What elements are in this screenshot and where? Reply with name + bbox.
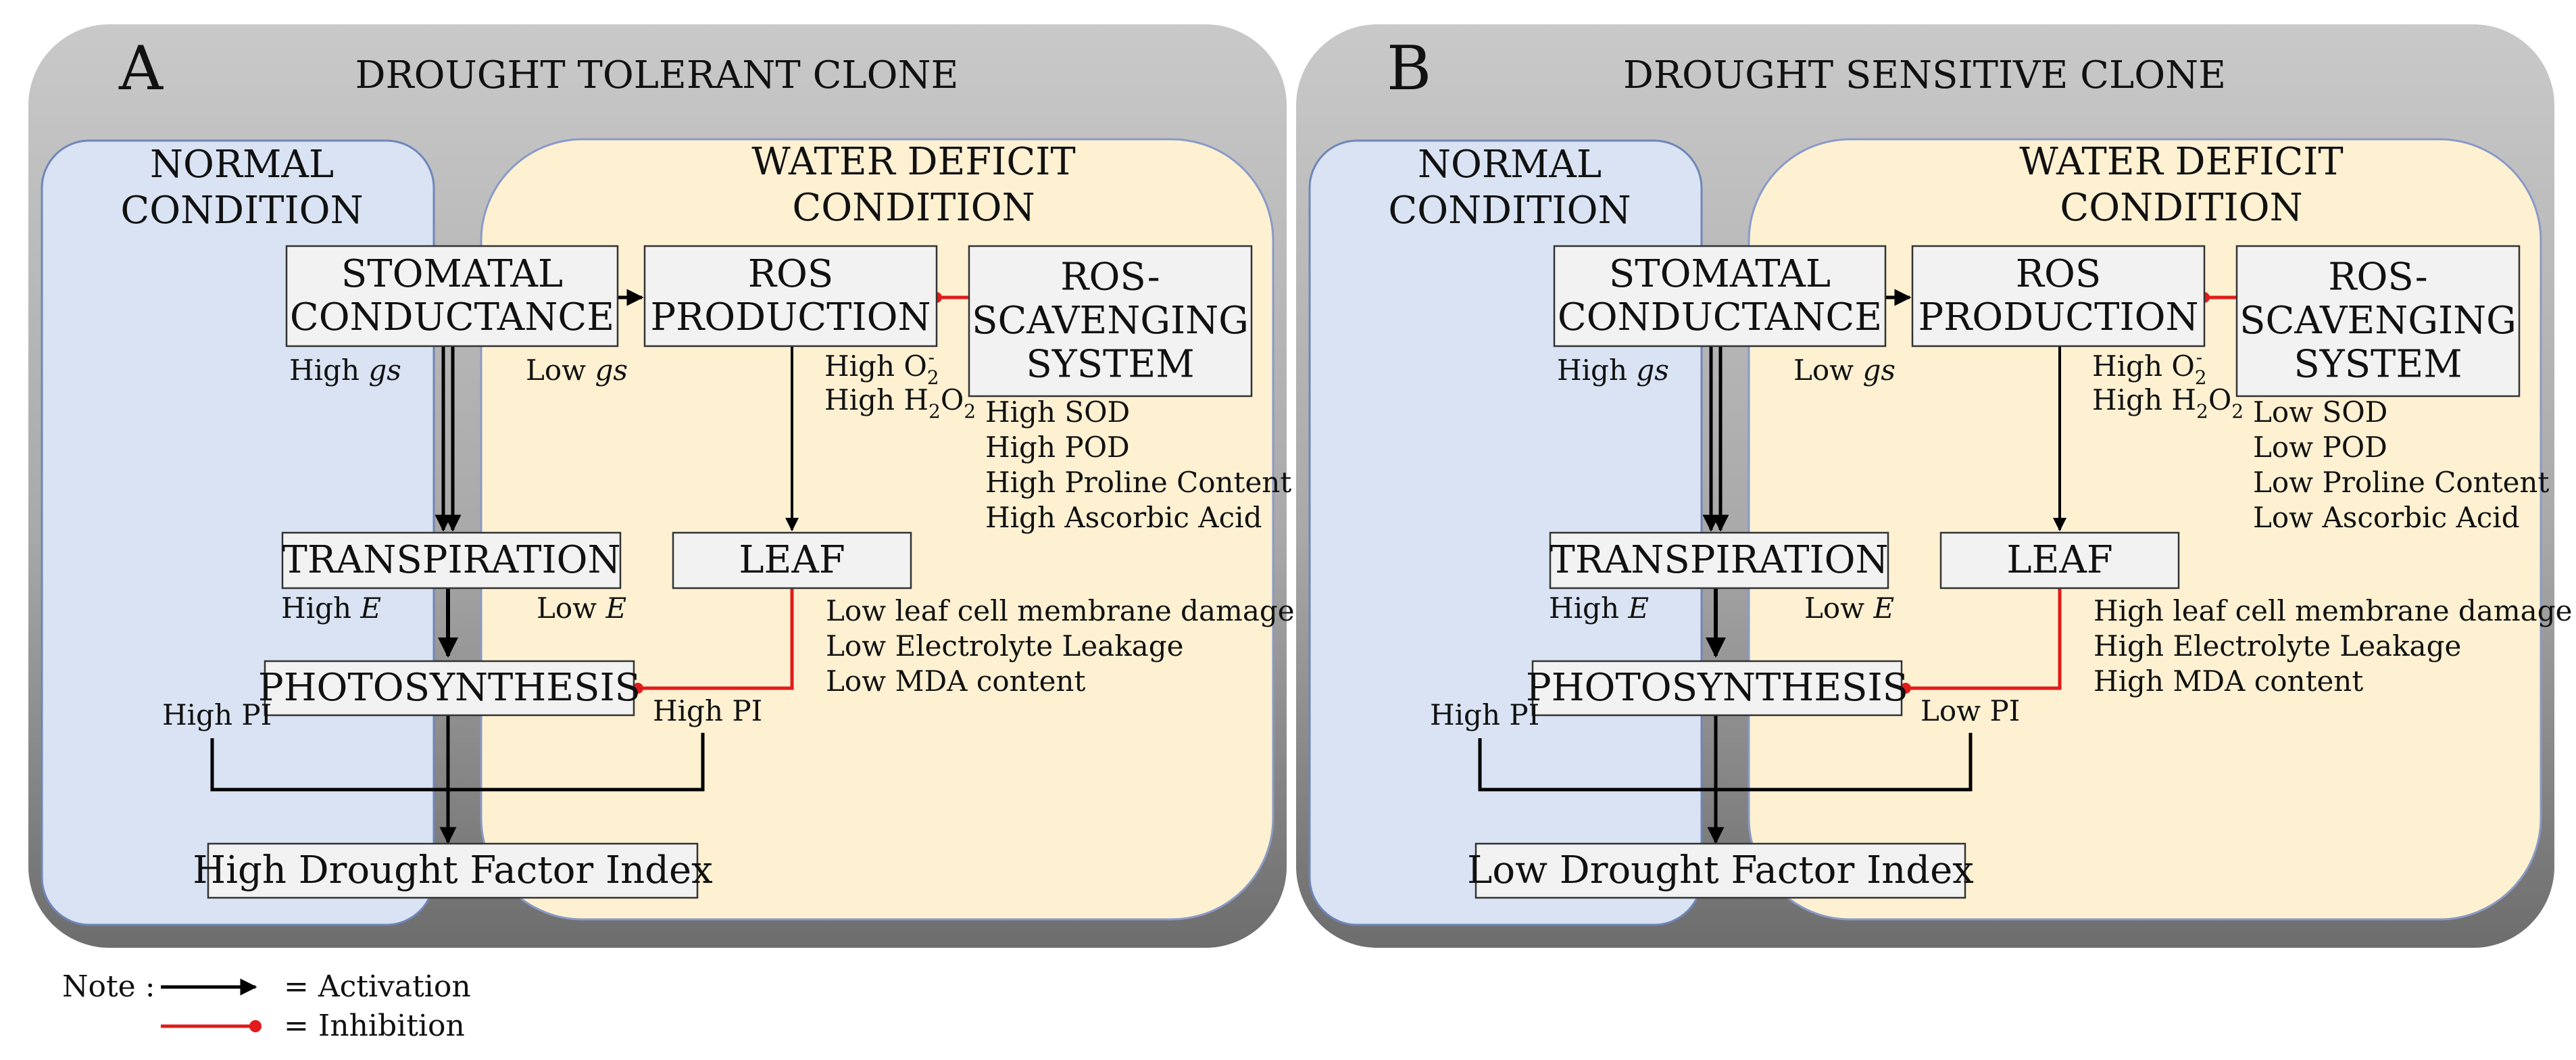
node-ros-scavenging-line-1: ROS- [1060,256,1160,299]
node-leaf: LEAF [1939,531,2180,589]
node-drought-factor-index: High Drought Factor Index [193,842,713,899]
label-pi-normal: High PI [1430,698,1539,731]
node-stomatal-conductance-line-2: CONDUCTANCE [1558,295,1882,339]
leaf-effect-item-1: Low leaf cell membrane damage [826,594,1295,627]
label-e-deficit: Low E [537,592,626,625]
node-leaf-line-1: LEAF [739,538,845,582]
leaf-effect-item-2: High Electrolyte Leakage [2094,629,2461,662]
panel-letter: A [118,33,164,104]
deficit-title-line-1: WATER DEFICIT [2019,140,2343,184]
node-ros-production-line-1: ROS [2016,252,2101,296]
leaf-inhibits-photosynthesis-dot [1900,683,1911,694]
leaf-effect-item-3: High MDA content [2094,665,2363,698]
node-transpiration-line-1: TRANSPIRATION [282,538,620,582]
label-o2: High O2- [2092,346,2207,389]
label-gs-normal: High gs [1557,354,1669,387]
node-ros-scavenging-line-1: ROS- [2328,256,2427,299]
normal-title-line-2: CONDITION [120,189,363,233]
legend-inhibition-label: = Inhibition [284,1009,465,1043]
node-transpiration: TRANSPIRATION [1549,531,1889,589]
leaf-effect-item-1: High leaf cell membrane damage [2094,594,2572,627]
node-photosynthesis: PHOTOSYNTHESIS [1526,660,1908,717]
leaf-inhibits-photosynthesis-dot [633,683,643,694]
node-ros-scavenging-line-2: SCAVENGING [972,299,1249,343]
label-gs-normal: High gs [289,354,401,387]
scavenging-item-1: High SOD [985,395,1130,429]
scavenging-item-1: Low SOD [2253,395,2387,429]
label-e-deficit: Low E [1804,592,1894,625]
scavenging-item-2: Low POD [2253,431,2387,464]
node-leaf: LEAF [672,531,912,589]
node-ros-production-line-2: PRODUCTION [1918,295,2198,339]
normal-title-line-2: CONDITION [1388,189,1631,233]
node-drought-factor-index-line-1: Low Drought Factor Index [1467,848,1974,892]
scavenging-item-3: High Proline Content [985,466,1291,499]
legend-inhibition-dot [249,1020,262,1032]
legend-activation-label: = Activation [284,969,471,1004]
node-ros-scavenging-line-3: SYSTEM [1026,342,1194,386]
label-e-normal: High E [281,592,381,625]
leaf-inhibits-photosynthesis-line [1908,588,2062,690]
normal-title-line-1: NORMAL [150,143,334,187]
label-gs-deficit: Low gs [526,354,628,387]
node-photosynthesis-line-1: PHOTOSYNTHESIS [1526,666,1908,710]
pi-deficit-connector [448,733,705,792]
label-e-normal: High E [1549,592,1649,625]
node-transpiration-line-1: TRANSPIRATION [1550,538,1888,582]
leaf-effect-item-3: Low MDA content [826,665,1085,698]
deficit-title-line-1: WATER DEFICIT [751,140,1075,184]
node-ros-production-line-2: PRODUCTION [650,295,931,339]
node-transpiration: TRANSPIRATION [281,531,622,589]
legend: Note : = Activation = Inhibition [62,969,471,1043]
node-stomatal-conductance-line-1: STOMATAL [1609,252,1831,296]
node-ros-production-line-1: ROS [748,252,833,296]
deficit-title-line-2: CONDITION [2060,186,2302,230]
node-ros-scavenging-line-3: SYSTEM [2294,342,2462,386]
label-h2o2: High H2O2 [2092,383,2244,423]
scavenging-item-2: High POD [985,431,1130,464]
node-drought-factor-index: Low Drought Factor Index [1467,842,1974,899]
node-photosynthesis-line-1: PHOTOSYNTHESIS [258,666,641,710]
node-stomatal-conductance-line-2: CONDUCTANCE [290,295,614,339]
leaf-effect-item-2: Low Electrolyte Leakage [826,629,1183,662]
leaf-inhibits-photosynthesis-line [641,588,794,690]
node-leaf-line-1: LEAF [2006,538,2112,582]
scavenging-item-4: High Ascorbic Acid [985,501,1262,534]
label-o2: High O2- [824,346,939,389]
label-pi-deficit: Low PI [1921,694,2020,727]
panel-title: DROUGHT SENSITIVE CLONE [1623,53,2226,97]
node-photosynthesis: PHOTOSYNTHESIS [258,660,641,717]
node-stomatal-conductance-line-1: STOMATAL [341,252,563,296]
pi-deficit-connector [1716,733,1973,792]
label-pi-deficit: High PI [653,694,762,727]
scavenging-item-3: Low Proline Content [2253,466,2549,499]
label-gs-deficit: Low gs [1793,354,1896,387]
legend-note: Note : [62,969,155,1004]
scavenging-item-4: Low Ascorbic Acid [2253,501,2520,534]
deficit-title-line-2: CONDITION [792,186,1035,230]
label-h2o2: High H2O2 [824,383,976,423]
node-drought-factor-index-line-1: High Drought Factor Index [193,848,712,892]
panel-letter: B [1387,33,1431,104]
pi-normal-connector [210,738,448,792]
label-pi-normal: High PI [162,698,272,731]
node-ros-scavenging-line-2: SCAVENGING [2239,299,2517,343]
panel-title: DROUGHT TOLERANT CLONE [355,53,959,97]
pi-normal-connector [1478,738,1716,792]
normal-title-line-1: NORMAL [1418,143,1602,187]
